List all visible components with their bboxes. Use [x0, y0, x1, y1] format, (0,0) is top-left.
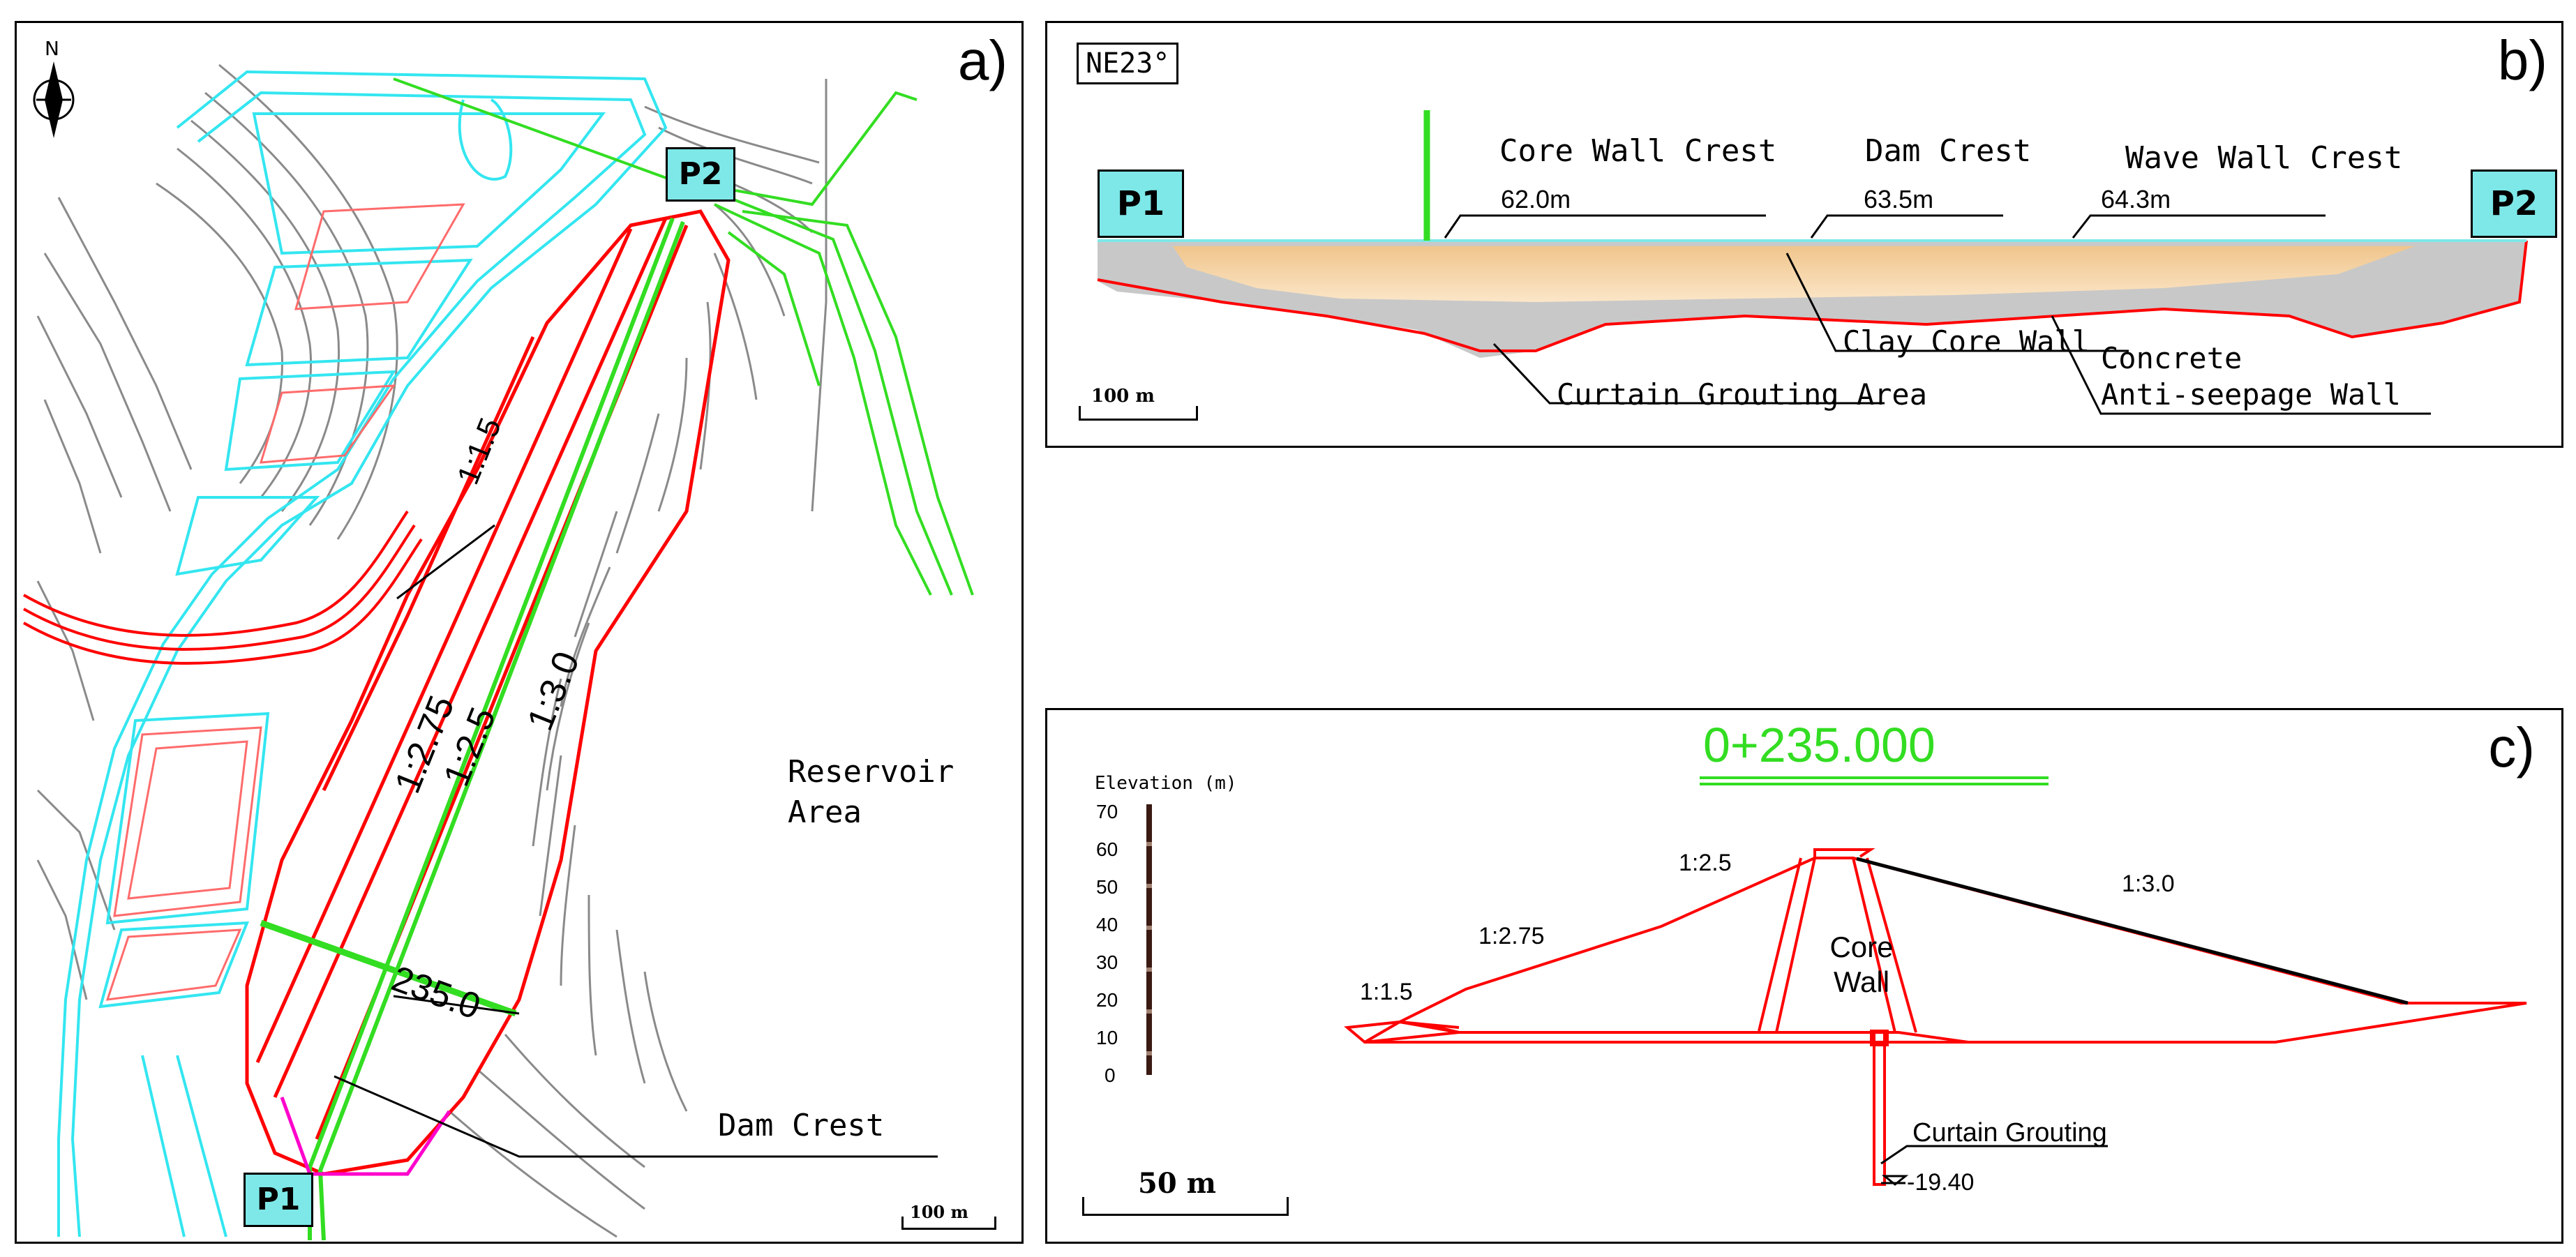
p2-marker: P2 — [666, 147, 735, 202]
ne-road-green — [393, 77, 974, 596]
orientation-box: NE23° — [1077, 43, 1179, 84]
dam-crest-label: Dam Crest — [718, 1108, 885, 1143]
scale-bar-c-label: 50 m — [1138, 1167, 1216, 1200]
core-line-1: Core — [1829, 931, 1894, 963]
slope-1-2-5-c: 1:2.5 — [1679, 850, 1732, 876]
elevation-core: 62.0m — [1501, 185, 1571, 213]
p2-profile-marker: P2 — [2471, 170, 2557, 238]
p1-marker: P1 — [244, 1173, 313, 1227]
profile-leaders — [1444, 214, 2431, 415]
curtain-leaders — [1880, 1145, 2108, 1186]
north-arrow-icon — [33, 61, 75, 138]
profile-clay-core — [1173, 246, 2415, 302]
tick-40: 40 — [1096, 914, 1118, 935]
slope-1-2-75-c: 1:2.75 — [1478, 923, 1545, 949]
station-underline — [1700, 776, 2049, 785]
scale-bar-a-line — [901, 1217, 996, 1230]
terrain-contours — [36, 63, 828, 1238]
dam-section-outline — [1344, 848, 2527, 1186]
scale-bar-b-label: 100 m — [1091, 386, 1155, 407]
concrete-line-1: Concrete — [2101, 341, 2242, 375]
scale-bar-a-label: 100 m — [910, 1202, 968, 1222]
section-line-235 — [260, 919, 517, 1017]
tick-70: 70 — [1096, 801, 1118, 822]
station-label: 0+235.000 — [1703, 718, 1935, 772]
panel-b-label: b) — [2497, 29, 2547, 91]
clay-core-label: Clay Core Wall — [1843, 324, 2090, 359]
scale-bar-a: 100 m — [901, 1202, 999, 1230]
scale-bar-b-line — [1079, 406, 1198, 421]
reservoir-line-2: Area — [788, 795, 862, 830]
elevation-axis-title: Elevation (m) — [1095, 773, 1237, 794]
curtain-grouting-label: Curtain Grouting — [1912, 1118, 2107, 1147]
panel-c-label: c) — [2488, 716, 2535, 778]
reservoir-line-1: Reservoir — [788, 754, 954, 790]
access-road — [23, 510, 423, 665]
red-pond-outlines — [105, 203, 465, 1001]
slope-1-3-0-c: 1:3.0 — [2122, 871, 2175, 897]
bottom-elevation-label: -19.40 — [1907, 1169, 1975, 1196]
concrete-line-2: Anti-seepage Wall — [2101, 377, 2401, 412]
tick-50: 50 — [1096, 876, 1118, 898]
elevation-bar — [1146, 804, 1152, 1075]
tick-10: 10 — [1096, 1027, 1118, 1048]
tick-60: 60 — [1096, 838, 1118, 860]
leader-lines — [334, 524, 938, 1158]
reservoir-label: Reservoir Area — [788, 752, 954, 833]
panel-a-plan-view: N a) 1:1.5 1:2.75 1:2.5 1:3.0 235.0 Rese… — [15, 21, 1024, 1244]
core-wall-crest-label: Core Wall Crest — [1499, 133, 1777, 169]
downstream-face-line — [1856, 857, 2409, 1005]
elevation-ticks: 70 60 50 40 30 20 10 0 — [1089, 801, 1159, 1101]
north-arrow: N — [29, 37, 78, 138]
curtain-grouting-area-label: Curtain Grouting Area — [1557, 377, 1928, 412]
profile-outline-red — [1097, 240, 2528, 352]
elevation-dam: 63.5m — [1864, 185, 1934, 213]
panel-c-cross-section: c) 0+235.000 Elevation (m) 70 60 50 40 3… — [1045, 708, 2563, 1244]
concrete-wall-label: Concrete Anti-seepage Wall — [2101, 340, 2401, 413]
scale-bar-b: 100 m — [1079, 386, 1218, 421]
profile-drawing — [1097, 110, 2528, 415]
dam-crest-label-b: Dam Crest — [1865, 133, 2032, 169]
scale-bar-c: 50 m — [1082, 1167, 1305, 1216]
panel-b-longitudinal-profile: NE23° b) P1 P2 Core Wall Crest Dam Crest… — [1045, 21, 2563, 448]
elevation-wave: 64.3m — [2101, 185, 2171, 213]
panel-a-label: a) — [957, 29, 1008, 91]
tick-20: 20 — [1096, 989, 1118, 1011]
core-wall-label: Core Wall — [1823, 930, 1900, 1000]
cyan-site-layout — [57, 70, 668, 1237]
tick-30: 30 — [1096, 951, 1118, 973]
core-line-2: Wall — [1833, 965, 1890, 998]
scale-bar-c-line — [1082, 1197, 1289, 1216]
cross-section-drawing — [1344, 848, 2527, 1186]
tick-0: 0 — [1104, 1064, 1116, 1086]
p1-profile-marker: P1 — [1098, 170, 1184, 238]
north-label: N — [45, 37, 59, 60]
plan-view-drawing — [23, 63, 974, 1241]
wave-wall-crest-label: Wave Wall Crest — [2125, 140, 2403, 176]
slope-1-1-5-c: 1:1.5 — [1360, 979, 1413, 1005]
magenta-toe — [280, 1097, 451, 1176]
